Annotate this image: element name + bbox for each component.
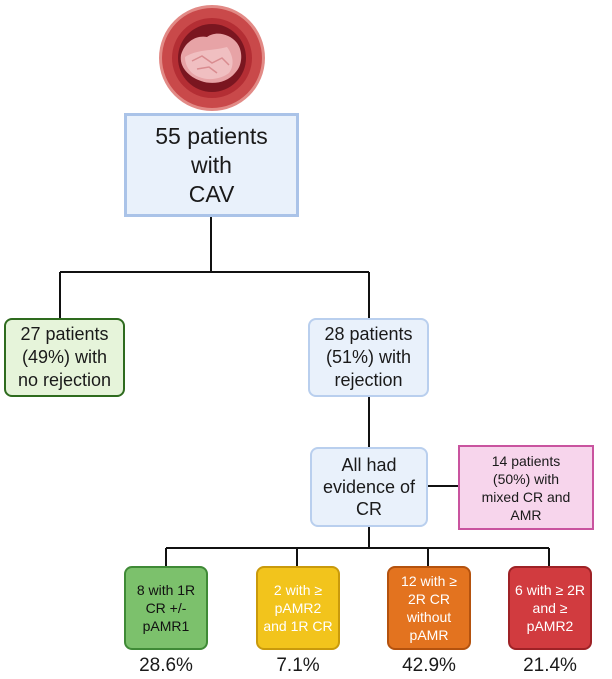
cr-evidence-box: All had evidence of CR [310,447,428,527]
leaf-percent-4: 21.4% [523,655,577,676]
leaf-percent-1: 28.6% [139,655,193,676]
leaf-box-4: 6 with ≥ 2R and ≥ pAMR2 [508,566,592,650]
leaf-label-2: 2 with ≥ pAMR2 and 1R CR [263,582,333,634]
mixed-cr-amr-box: 14 patients (50%) with mixed CR and AMR [458,445,594,530]
leaf-percent-3: 42.9% [402,655,456,676]
mixed-cr-amr-label: 14 patients (50%) with mixed CR and AMR [481,452,571,523]
leaf-box-1: 8 with 1R CR +/- pAMR1 [124,566,208,650]
leaf-percent-2: 7.1% [276,655,320,676]
no-rejection-label: 27 patients (49%) with no rejection [17,324,112,390]
leaf-label-3: 12 with ≥ 2R CR without pAMR [401,573,457,643]
leaf-box-3: 12 with ≥ 2R CR without pAMR [387,566,471,650]
leaf-label-1: 8 with 1R CR +/- pAMR1 [136,582,196,634]
rejection-label: 28 patients (51%) with rejection [324,324,413,390]
total-patients-label: 55 patients with CAV [155,122,268,207]
total-patients-box: 55 patients with CAV [124,113,299,217]
leaf-label-4: 6 with ≥ 2R and ≥ pAMR2 [515,582,585,634]
no-rejection-box: 27 patients (49%) with no rejection [4,318,125,397]
rejection-box: 28 patients (51%) with rejection [308,318,429,397]
artery-cross-section-icon [159,5,265,111]
leaf-box-2: 2 with ≥ pAMR2 and 1R CR [256,566,340,650]
cr-evidence-label: All had evidence of CR [322,455,416,519]
